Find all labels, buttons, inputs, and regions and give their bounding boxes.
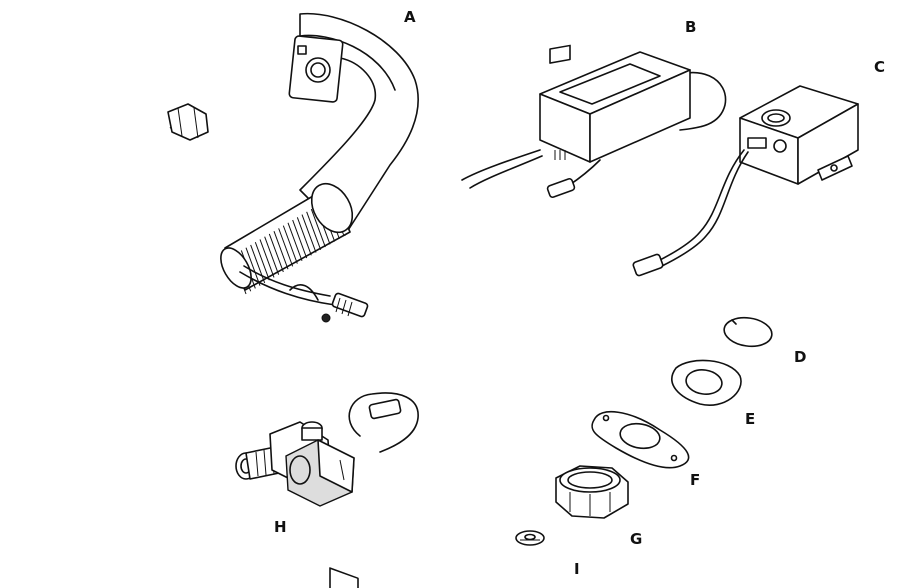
filter-washer-icon	[515, 530, 545, 546]
power-adapter-icon	[461, 44, 727, 199]
mounting-plate-icon	[591, 410, 690, 469]
label-h: H	[274, 518, 287, 536]
label-i: I	[574, 560, 580, 578]
solenoid-valve-icon	[235, 392, 419, 588]
label-f: F	[690, 471, 701, 489]
control-box-icon	[632, 85, 859, 277]
label-b: B	[685, 18, 697, 36]
label-a: A	[404, 8, 416, 26]
label-g: G	[630, 530, 643, 548]
retaining-ring-icon	[723, 316, 773, 348]
spout-icon	[11, 12, 419, 323]
label-d: D	[794, 348, 807, 366]
oval-washer-icon	[671, 359, 742, 406]
lock-nut-icon	[555, 465, 629, 519]
label-c: C	[874, 58, 886, 76]
label-e: E	[745, 410, 756, 428]
